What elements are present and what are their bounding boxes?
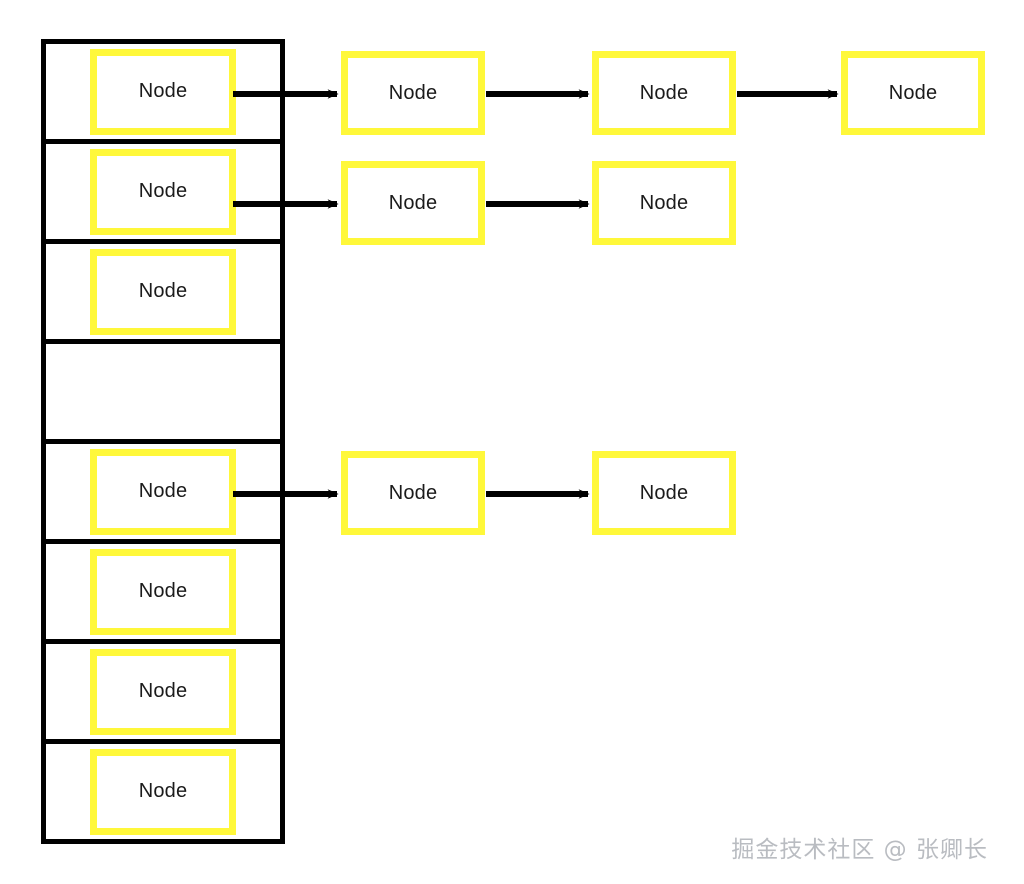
bucket-cell-5[interactable]: Node — [46, 544, 280, 644]
node-label: Node — [639, 81, 689, 104]
node-box-bucket-1[interactable]: Node — [90, 148, 236, 235]
node-box-chain0-col2[interactable]: Node — [592, 51, 736, 135]
node-box-chain1-col2[interactable]: Node — [592, 161, 736, 245]
node-label: Node — [138, 780, 188, 802]
node-box-bucket-5[interactable]: Node — [90, 548, 236, 635]
node-box-chain4-col1[interactable]: Node — [341, 451, 485, 535]
node-box-bucket-6[interactable]: Node — [90, 648, 236, 735]
node-label: Node — [138, 80, 188, 102]
node-label: Node — [388, 481, 438, 504]
node-box-chain1-col1[interactable]: Node — [341, 161, 485, 245]
node-label: Node — [138, 680, 188, 702]
node-box-chain0-col3[interactable]: Node — [841, 51, 985, 135]
node-box-chain4-col2[interactable]: Node — [592, 451, 736, 535]
node-label: Node — [138, 280, 188, 302]
bucket-cell-0[interactable]: Node — [46, 44, 280, 144]
node-label: Node — [388, 81, 438, 104]
node-label: Node — [138, 480, 188, 502]
node-label: Node — [138, 180, 188, 202]
bucket-array: Node Node Node Node Node Node — [41, 39, 285, 844]
node-label: Node — [639, 481, 689, 504]
node-box-bucket-0[interactable]: Node — [90, 48, 236, 135]
node-label: Node — [888, 81, 938, 104]
bucket-cell-2[interactable]: Node — [46, 244, 280, 344]
bucket-cell-6[interactable]: Node — [46, 644, 280, 744]
node-box-bucket-2[interactable]: Node — [90, 248, 236, 335]
watermark-text: 掘金技术社区 @ 张卿长 — [731, 837, 988, 863]
node-box-bucket-4[interactable]: Node — [90, 448, 236, 535]
bucket-cell-3-empty[interactable] — [46, 344, 280, 444]
node-box-bucket-7[interactable]: Node — [90, 748, 236, 835]
node-label: Node — [138, 580, 188, 602]
bucket-cell-7[interactable]: Node — [46, 744, 280, 839]
node-box-chain0-col1[interactable]: Node — [341, 51, 485, 135]
bucket-cell-4[interactable]: Node — [46, 444, 280, 544]
bucket-cell-1[interactable]: Node — [46, 144, 280, 244]
node-label: Node — [639, 191, 689, 214]
node-label: Node — [388, 191, 438, 214]
